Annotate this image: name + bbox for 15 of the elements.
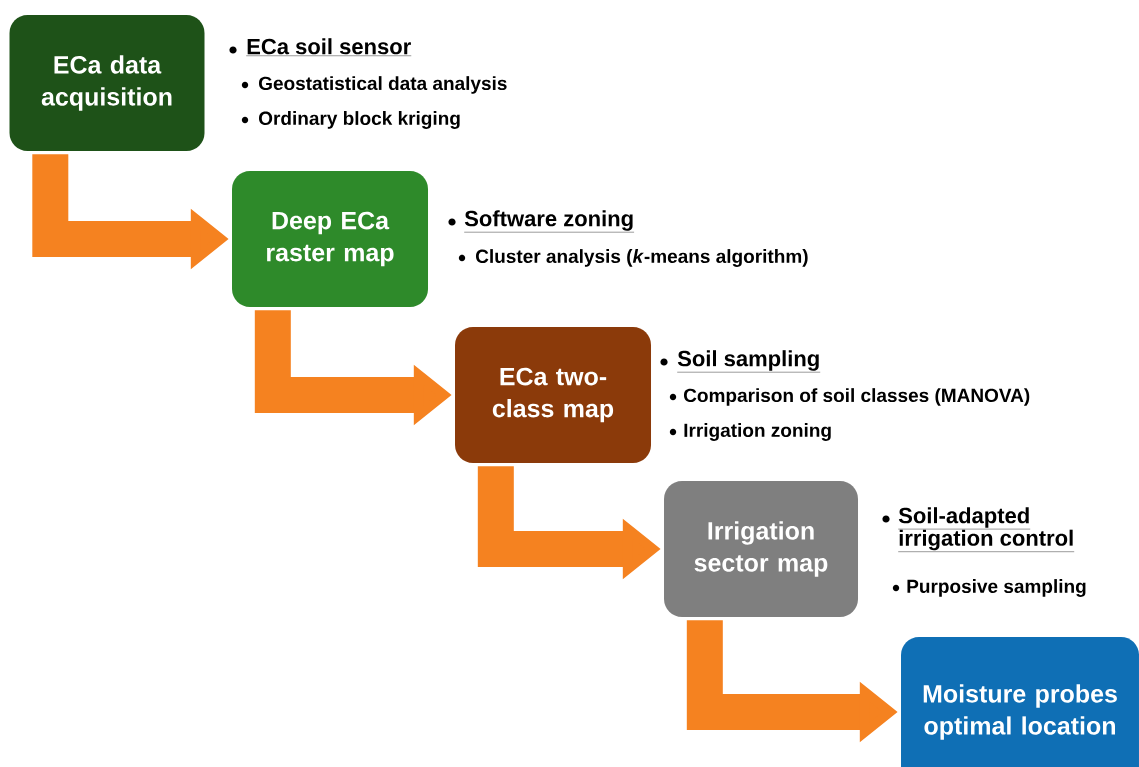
process-box: ECa two-class map [455, 327, 651, 463]
bullet-item: Cluster analysis (k-means algorithm) [476, 249, 808, 267]
underlined-heading: Soil sampling [677, 350, 821, 373]
bullet-item: Purposive sampling [907, 579, 1086, 597]
underlined-heading: ECa soil sensor [246, 38, 412, 56]
bullet-item: Comparison of soil classes (MANOVA) [684, 388, 1030, 406]
process-box: ECa data acquisition [9, 15, 205, 151]
bullet-item: Geostatistical data analysis [259, 76, 507, 94]
bullet-item: Ordinary block kriging [259, 111, 460, 129]
process-box: Moisture probes optimal location [901, 637, 1139, 767]
process-box: Deep ECa raster map [232, 171, 428, 307]
bullet-item: Irrigation zoning [684, 423, 831, 441]
underlined-heading: Soil-adapted irrigation control [898, 507, 1075, 552]
underlined-heading: Software zoning [464, 210, 635, 233]
process-box: Irrigation sector map [664, 481, 858, 617]
